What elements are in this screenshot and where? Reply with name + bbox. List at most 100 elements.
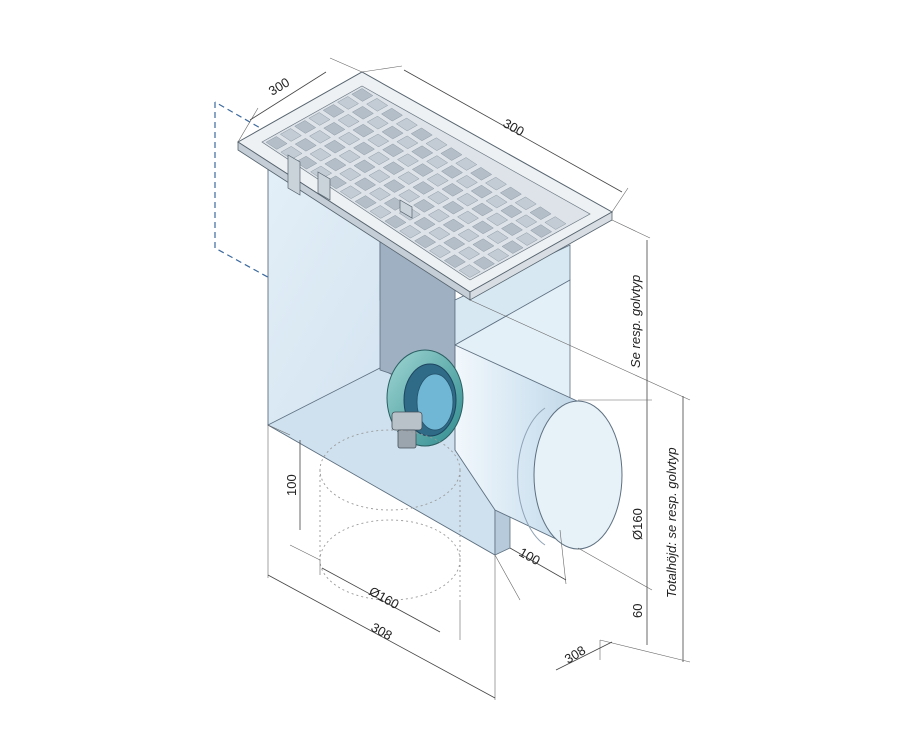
- grate-cell: [411, 145, 434, 159]
- grate-cell: [515, 232, 538, 246]
- grate-cell: [308, 112, 331, 126]
- grate-cell: [395, 117, 418, 132]
- grate-cell: [351, 88, 374, 102]
- grate-cell: [309, 147, 332, 162]
- grate-cell: [353, 141, 375, 156]
- grate-cell: [470, 167, 493, 181]
- grate-cell: [442, 200, 465, 215]
- grate-cell: [354, 195, 377, 209]
- grate-cell: [382, 143, 405, 158]
- grate-cell: [410, 127, 433, 142]
- grate-cell: [352, 123, 375, 138]
- grate-cell: [429, 244, 451, 259]
- dim-bottom-offset: 60: [630, 604, 645, 618]
- grate-cell: [544, 216, 567, 230]
- grate-cell: [294, 120, 317, 134]
- grate-cell: [441, 183, 464, 197]
- grate-cell: [413, 199, 435, 213]
- grate-cell: [324, 157, 347, 172]
- grate-cell: [471, 202, 494, 217]
- grate-cell: [440, 147, 463, 161]
- grate-cell: [471, 220, 494, 235]
- grate-cell: [458, 246, 481, 260]
- grate-cell: [425, 137, 448, 151]
- grate-cell: [499, 186, 522, 201]
- grate-tab: [317, 171, 331, 201]
- grate-tab: [287, 154, 301, 196]
- grate-cell: [381, 107, 403, 122]
- grate-cell: [501, 240, 524, 254]
- grate-cell: [368, 169, 391, 183]
- dim-grate-length: 300: [501, 116, 527, 140]
- grate-cell: [456, 192, 479, 207]
- grate-assembly: [237, 71, 614, 301]
- dim-outlet-diameter-bottom: Ø160: [367, 584, 402, 613]
- dim-grate-depth: 300: [266, 75, 292, 99]
- grate-cell: [486, 230, 509, 244]
- grate-cell: [369, 187, 391, 201]
- grate-cell: [398, 189, 421, 203]
- dimension-lines: [237, 57, 691, 700]
- grate-cell: [323, 122, 346, 136]
- side-outlet-pipe: [454, 344, 623, 550]
- grate-cell: [530, 224, 553, 238]
- grate-cell: [279, 128, 302, 142]
- grate-cell: [426, 173, 449, 187]
- grate-cell: [441, 165, 463, 179]
- clamp-screw: [391, 411, 423, 431]
- grate-cell: [412, 181, 435, 195]
- grate-cell: [366, 115, 389, 130]
- grate-cell: [353, 159, 376, 174]
- grate-cell: [366, 98, 389, 112]
- grate-cell: [455, 157, 478, 171]
- grate-cell: [500, 204, 523, 219]
- grate-cell: [294, 138, 317, 152]
- dim-total-height-note: Totalhöjd: se resp. golvtyp: [664, 447, 679, 598]
- grate-cell: [354, 177, 377, 191]
- grate-cell: [457, 210, 479, 225]
- grate-cell: [427, 208, 450, 223]
- grate-cell: [369, 205, 392, 219]
- dim-body-width: 308: [369, 620, 395, 644]
- dim-floor-note: Se resp. golvtyp: [628, 275, 643, 368]
- grate-cell: [485, 176, 507, 191]
- grate-cell: [443, 254, 466, 268]
- grate-cell: [426, 155, 449, 169]
- grate-cell: [383, 179, 406, 193]
- grate-cell: [442, 218, 465, 233]
- grate-cell: [384, 215, 407, 229]
- dim-body-depth: 308: [562, 643, 588, 667]
- grate-tab: [399, 199, 413, 219]
- grate-cell: [457, 228, 480, 243]
- grate-grid: [265, 88, 567, 278]
- grate-cell: [455, 175, 478, 189]
- grate-cell: [337, 114, 360, 128]
- clamp-nut: [397, 429, 417, 449]
- grate-cell: [339, 167, 362, 182]
- grate-cell: [399, 224, 422, 239]
- grate-cell: [338, 131, 361, 146]
- grate-cell: [322, 104, 345, 118]
- grate-cell: [529, 206, 552, 220]
- grate-cell: [486, 212, 509, 227]
- grate-cell: [337, 96, 359, 110]
- grate-cell: [487, 248, 510, 262]
- grate-cell: [473, 256, 495, 270]
- grate-cell: [427, 191, 450, 205]
- grate-cell: [309, 130, 331, 144]
- dim-bottom-spigot-height: 100: [284, 474, 299, 496]
- outlet-pipe-end: [533, 400, 623, 550]
- grate-cell: [472, 238, 495, 252]
- grate-cell: [382, 161, 405, 175]
- grate-cell: [443, 236, 466, 251]
- grate-cell: [367, 133, 390, 148]
- grate-cell: [325, 175, 347, 190]
- grate-cell: [411, 163, 434, 177]
- grate-cell: [414, 234, 437, 249]
- grate-cell: [367, 151, 390, 166]
- grate-cell: [339, 185, 362, 199]
- grate-cell: [397, 153, 419, 167]
- dimension-labels: 300 300 Se resp. golvtyp Totalhöjd: se r…: [266, 75, 679, 667]
- outlet-pipe-rim: [517, 407, 546, 546]
